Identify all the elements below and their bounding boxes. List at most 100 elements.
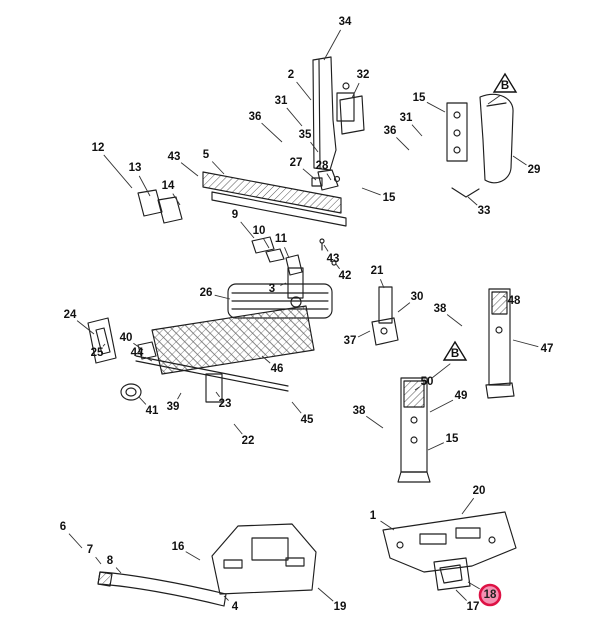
callout-5: 5	[203, 149, 210, 161]
callout-2: 2	[288, 69, 294, 81]
leader-line	[455, 589, 467, 601]
leader-line	[211, 161, 225, 175]
leader-line	[138, 175, 151, 197]
leader-line	[429, 399, 454, 413]
callout-49: 49	[455, 390, 468, 402]
callout-25: 25	[91, 347, 104, 359]
leader-line	[115, 567, 122, 574]
leader-line	[261, 355, 271, 364]
callout-13: 13	[129, 162, 142, 174]
highlight-circle-18[interactable]	[478, 583, 502, 607]
leader-line	[366, 415, 384, 429]
leader-line	[68, 533, 83, 549]
leader-line	[76, 320, 95, 335]
callout-43: 43	[168, 151, 181, 163]
leader-line	[95, 556, 102, 565]
leader-line	[467, 581, 480, 590]
leader-line	[411, 124, 423, 137]
callout-36: 36	[384, 125, 397, 137]
callout-20: 20	[473, 485, 486, 497]
callout-32: 32	[357, 69, 370, 81]
callout-24: 24	[64, 309, 77, 321]
callout-30: 30	[411, 291, 424, 303]
leader-line	[461, 497, 475, 515]
part-lower-grille	[135, 305, 315, 392]
leader-line	[185, 551, 201, 561]
leader-line	[317, 587, 334, 602]
leader-line	[379, 279, 385, 289]
leader-line	[361, 187, 381, 196]
leader-line	[414, 386, 420, 391]
callout-22: 22	[242, 435, 255, 447]
callout-27: 27	[290, 157, 303, 169]
callout-34: 34	[339, 16, 352, 28]
callout-37: 37	[344, 335, 357, 347]
callout-29: 29	[528, 164, 541, 176]
callout-21: 21	[371, 265, 384, 277]
callout-42: 42	[339, 270, 352, 282]
callout-15: 15	[383, 192, 396, 204]
part-left-plates	[137, 189, 183, 224]
callout-9: 9	[232, 209, 238, 221]
callout-35: 35	[299, 129, 312, 141]
part-right-bracket-panel	[446, 93, 514, 198]
leader-line	[427, 442, 444, 451]
part-crossmember	[202, 171, 347, 227]
callout-48: 48	[508, 295, 521, 307]
callout-47: 47	[541, 343, 554, 355]
callout-46: 46	[271, 363, 284, 375]
callout-10: 10	[253, 225, 266, 237]
highlighted-callout-18[interactable]: 18	[484, 589, 497, 601]
triangle-b-label: B	[451, 348, 459, 360]
callout-6: 6	[60, 521, 66, 533]
callout-38: 38	[434, 303, 447, 315]
leader-line	[302, 168, 317, 181]
leader-line	[133, 342, 144, 351]
leader-line	[177, 392, 182, 400]
callout-28: 28	[316, 160, 329, 172]
leader-line	[357, 330, 371, 338]
illustration-layer	[87, 56, 517, 607]
leader-line	[323, 244, 329, 252]
callout-31: 31	[275, 95, 288, 107]
callout-3: 3	[269, 283, 275, 295]
leader-line	[502, 295, 506, 298]
part-bumper-strip	[97, 571, 227, 607]
leader-line	[223, 595, 229, 601]
triangle-b-label: B	[501, 80, 509, 92]
leader-line	[280, 282, 287, 286]
leader-line	[335, 263, 340, 270]
part-small-brackets	[251, 236, 337, 308]
callout-14: 14	[162, 180, 175, 192]
triangle-b-marker	[492, 72, 518, 93]
part-center-bracket	[371, 286, 399, 346]
callout-41: 41	[146, 405, 159, 417]
leader-line	[286, 107, 303, 127]
leader-line	[172, 193, 181, 206]
part-skid-plate	[382, 511, 517, 573]
callout-39: 39	[167, 401, 180, 413]
callout-15: 15	[446, 433, 459, 445]
leader-line	[487, 95, 501, 105]
leader-line	[144, 356, 153, 362]
leader-line	[240, 221, 255, 239]
callout-15: 15	[413, 92, 426, 104]
part-upper-support	[311, 56, 365, 191]
part-left-pieces	[87, 317, 223, 403]
callout-12: 12	[92, 142, 105, 154]
callout-7: 7	[87, 544, 93, 556]
callout-33: 33	[478, 205, 491, 217]
leader-line	[512, 339, 539, 348]
triangle-b-marker	[442, 340, 468, 361]
callout-43: 43	[327, 253, 340, 265]
callout-45: 45	[301, 414, 314, 426]
callout-31: 31	[400, 112, 413, 124]
leader-line	[138, 396, 147, 405]
callout-16: 16	[172, 541, 185, 553]
part-bracket-17-18	[433, 557, 471, 591]
callout-36: 36	[249, 111, 262, 123]
leader-line	[233, 423, 243, 435]
